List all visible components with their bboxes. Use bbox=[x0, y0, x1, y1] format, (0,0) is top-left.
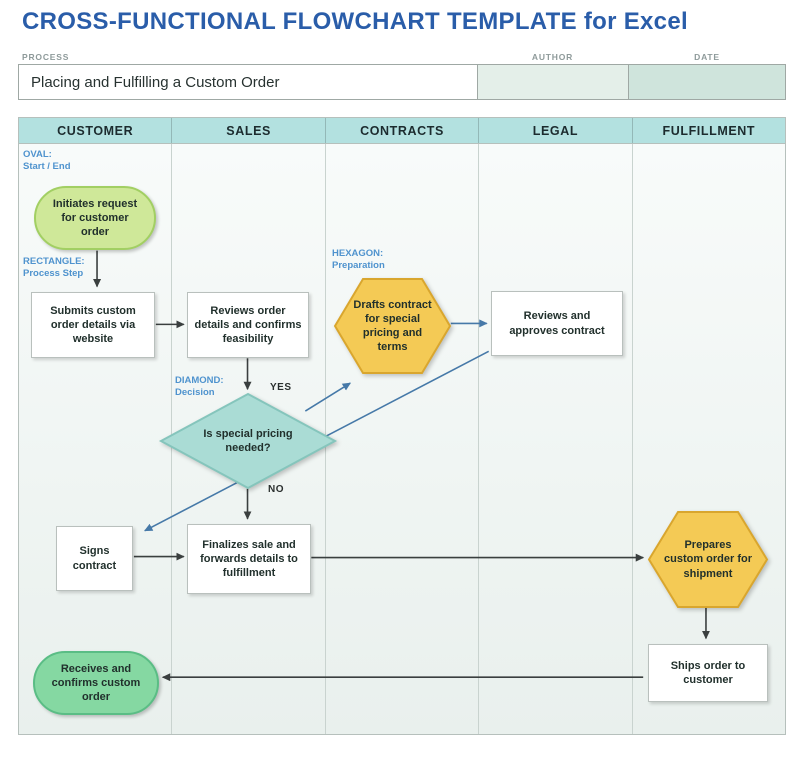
annotation-hexagon: HEXAGON: Preparation bbox=[332, 248, 385, 272]
flowchart-canvas: OVAL: Start / End RECTANGLE: Process Ste… bbox=[18, 143, 786, 735]
annotation-hexagon-line1: HEXAGON: bbox=[332, 248, 384, 259]
node-decision-label: Is special pricing needed? bbox=[203, 427, 293, 454]
connector-arrows bbox=[93, 250, 710, 682]
branch-label-yes: YES bbox=[270, 382, 292, 393]
lane-legal bbox=[479, 144, 633, 734]
process-label: PROCESS bbox=[22, 52, 70, 62]
node-ships-order[interactable]: Ships order to customer bbox=[648, 644, 768, 702]
author-label: AUTHOR bbox=[531, 52, 574, 62]
lane-header-sales[interactable]: SALES bbox=[172, 118, 326, 143]
lane-header-fulfillment[interactable]: FULFILLMENT bbox=[662, 123, 756, 138]
lane-contracts bbox=[326, 144, 480, 734]
author-field[interactable] bbox=[478, 65, 629, 99]
node-drafts-contract[interactable]: Drafts contract for special pricing and … bbox=[333, 278, 452, 374]
node-reviews-order[interactable]: Reviews order details and confirms feasi… bbox=[187, 292, 309, 358]
date-label: DATE bbox=[694, 52, 720, 62]
node-drafts-label: Drafts contract for special pricing and … bbox=[353, 298, 432, 354]
process-field[interactable]: Placing and Fulfilling a Custom Order bbox=[19, 65, 478, 99]
annotation-diamond: DIAMOND: Decision bbox=[175, 375, 224, 399]
branch-label-no: NO bbox=[268, 484, 284, 495]
annotation-diamond-line2: Decision bbox=[175, 386, 215, 398]
annotation-oval-line2: Start / End bbox=[23, 160, 71, 172]
date-field[interactable] bbox=[629, 65, 785, 99]
node-signs-contract[interactable]: Signs contract bbox=[56, 526, 133, 591]
node-submits-order[interactable]: Submits custom order details via website bbox=[31, 292, 155, 358]
node-reviews-approves[interactable]: Reviews and approves contract bbox=[491, 291, 623, 356]
node-decision-special-pricing[interactable]: Is special pricing needed? bbox=[158, 392, 338, 490]
node-receives-order[interactable]: Receives and confirms custom order bbox=[33, 651, 159, 715]
node-finalizes-sale[interactable]: Finalizes sale and forwards details to f… bbox=[187, 524, 311, 594]
annotation-rectangle-line1: RECTANGLE: bbox=[23, 256, 85, 267]
annotation-oval-line1: OVAL: bbox=[23, 149, 52, 160]
page-title: CROSS-FUNCTIONAL FLOWCHART TEMPLATE for … bbox=[22, 8, 688, 35]
annotation-diamond-line1: DIAMOND: bbox=[175, 375, 224, 386]
lane-header-customer[interactable]: CUSTOMER bbox=[19, 118, 173, 143]
lane-header-contracts[interactable]: CONTRACTS bbox=[326, 118, 480, 143]
meta-fields-row: Placing and Fulfilling a Custom Order bbox=[18, 64, 786, 100]
lane-header-legal[interactable]: LEGAL bbox=[479, 118, 633, 143]
annotation-rectangle-line2: Process Step bbox=[23, 267, 84, 279]
node-prepares-order[interactable]: Prepares custom order for shipment bbox=[647, 511, 769, 608]
annotation-oval: OVAL: Start / End bbox=[23, 149, 71, 173]
annotation-rectangle: RECTANGLE: Process Step bbox=[23, 256, 85, 280]
node-initiates-request[interactable]: Initiates request for customer order bbox=[34, 186, 156, 250]
annotation-hexagon-line2: Preparation bbox=[332, 259, 385, 271]
node-prepares-label: Prepares custom order for shipment bbox=[664, 539, 753, 580]
swimlane-header: CUSTOMER SALES CONTRACTS LEGAL FULFILLME… bbox=[18, 117, 786, 143]
